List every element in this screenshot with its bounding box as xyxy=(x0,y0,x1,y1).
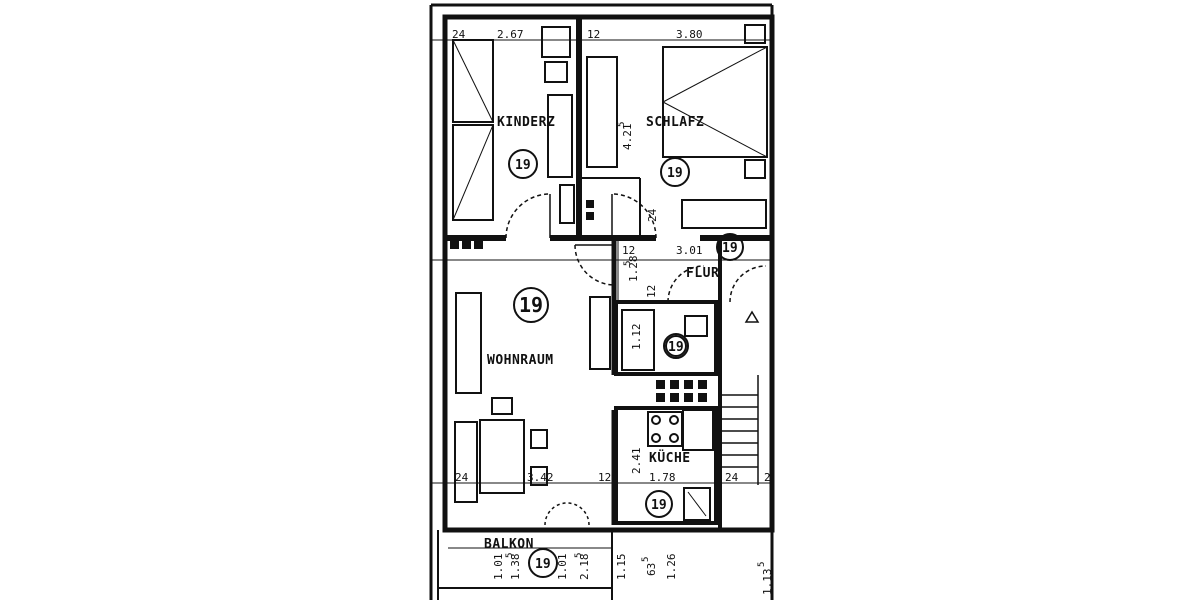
dim-right-digit: 2 xyxy=(764,471,771,484)
mark-circle-wohnraum xyxy=(513,287,549,323)
chimney-blocks xyxy=(450,200,707,402)
dim-balkon-1: 1.01 xyxy=(492,554,505,581)
mark-circle-bath xyxy=(663,333,689,359)
dim-balkon-7: 1.26 xyxy=(665,554,678,581)
dim-balkon-6-sup: 5 xyxy=(641,557,651,562)
door-balkon xyxy=(544,502,590,526)
door-kinderz xyxy=(505,193,551,239)
dim-kinderz-width: 2.67 xyxy=(497,28,524,41)
dim-flur-wall: 12 xyxy=(622,244,635,257)
mark-balkon: 19 xyxy=(535,557,551,572)
fridge xyxy=(682,409,714,451)
door-schlafz xyxy=(611,193,657,239)
mark-schlafz: 19 xyxy=(667,166,683,181)
dim-balkon-4: 2.18 xyxy=(578,554,591,581)
dim-balkon-5: 1.15 xyxy=(615,554,628,581)
mark-wohnraum: 19 xyxy=(519,293,543,317)
dim-wohnraum-width: 3.42 xyxy=(527,471,554,484)
mark-bath: 19 xyxy=(668,340,684,355)
dim-room-depth-sup: 5 xyxy=(617,122,627,127)
dim-balkon-3: 1.01 xyxy=(556,554,569,581)
dim-flur-depth: 1.28 xyxy=(627,256,640,283)
cabinet-wohnraum xyxy=(455,292,482,394)
mark-kinderz: 19 xyxy=(515,158,531,173)
desk-kinderz xyxy=(541,26,571,58)
doors xyxy=(505,193,767,526)
toilet xyxy=(665,335,687,357)
dim-balkon-4-sup: 5 xyxy=(574,553,584,558)
dim-schlafz-width: 3.80 xyxy=(676,28,703,41)
dim-room-depth: 4.21 xyxy=(621,124,634,151)
dim-schlafz-lower-wall: 24 xyxy=(646,208,659,222)
bed-kinderz-lower xyxy=(452,124,494,221)
bathtub xyxy=(621,309,655,371)
outer-walls xyxy=(429,3,775,600)
dim-flur-width: 3.01 xyxy=(676,244,703,257)
dim-balkon-2-sup: 5 xyxy=(505,553,515,558)
dimension-lines xyxy=(431,39,772,549)
dim-balkon-6: 63 xyxy=(645,563,658,576)
wardrobe-schlafz xyxy=(586,56,618,168)
door-flur-left xyxy=(667,265,705,303)
mark-circle-flur xyxy=(716,233,744,261)
room-label-balkon: BALKON xyxy=(484,537,534,552)
mark-circle-kinderz xyxy=(508,149,538,179)
sideboard-wohnraum xyxy=(589,296,611,370)
room-label-schlafz: SCHLAFZ xyxy=(646,115,704,130)
dim-wohnraum-wall: 24 xyxy=(455,471,469,484)
bed-schlafz xyxy=(662,46,768,158)
shelf-kinderz xyxy=(547,94,573,178)
dim-kueche-width: 1.78 xyxy=(649,471,676,484)
mark-circle-kueche xyxy=(645,490,673,518)
sideboard-schlafz xyxy=(681,199,767,229)
room-label-kinderz: KINDERZ xyxy=(497,115,555,130)
door-flur-right xyxy=(729,265,767,303)
furniture xyxy=(452,24,768,521)
dim-flur-wall-2: 12 xyxy=(645,285,658,298)
dim-wohnraum-wall-2: 12 xyxy=(598,471,611,484)
mark-kueche: 19 xyxy=(651,498,667,513)
dim-flur-depth-sup: 5 xyxy=(623,261,633,266)
room-label-wohnraum: WOHNRAUM xyxy=(487,353,554,368)
mark-circle-balkon xyxy=(528,548,558,578)
door-wohnraum xyxy=(574,244,615,286)
mark-numbers: 19 19 19 19 19 19 19 xyxy=(515,158,738,572)
dim-balkon-2: 1.38 xyxy=(509,554,522,581)
room-marks xyxy=(508,149,744,578)
dim-kinderz-wall: 24 xyxy=(452,28,466,41)
dim-schlafz-wall: 12 xyxy=(587,28,600,41)
dim-balkon-8: 1.13 xyxy=(761,569,774,596)
dim-bath-depth: 1.12 xyxy=(630,324,643,351)
mark-flur: 19 xyxy=(722,241,738,256)
dim-kueche-depth: 2.41 xyxy=(630,448,643,475)
room-label-flur: FLUR xyxy=(686,266,719,281)
room-labels: KINDERZ SCHLAFZ WOHNRAUM FLUR KÜCHE BALK… xyxy=(484,115,719,552)
interior-walls xyxy=(445,17,772,530)
room-label-kueche: KÜCHE xyxy=(649,450,691,466)
sofa-wohnraum xyxy=(454,421,478,503)
dim-balkon-8-sup: 5 xyxy=(757,562,767,567)
sink-kueche xyxy=(683,487,711,521)
dimension-labels: 24 2.67 12 3.80 4.21 5 24 12 3.01 1.28 5… xyxy=(452,28,774,595)
mark-circle-schlafz xyxy=(660,157,690,187)
table-wohnraum xyxy=(479,419,525,494)
bed-kinderz-upper xyxy=(452,39,494,123)
dim-right-wall: 24 xyxy=(725,471,739,484)
stair-arrow xyxy=(744,310,760,323)
